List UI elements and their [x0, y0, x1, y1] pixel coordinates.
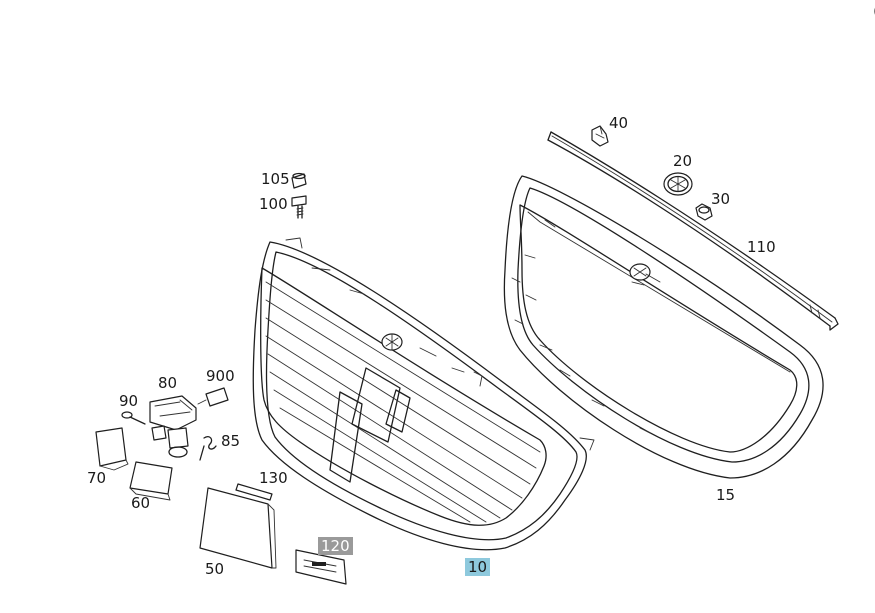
- label-100: 100: [259, 195, 288, 213]
- part-70-cover: [95, 427, 129, 471]
- part-85-spring: [199, 436, 217, 461]
- label-30: 30: [711, 190, 731, 208]
- corner-glyph: (: [873, 2, 875, 20]
- label-120-highlighted: 120: [318, 537, 353, 555]
- part-130-strip: [235, 483, 273, 501]
- part-60-cover: [129, 461, 173, 501]
- label-15: 15: [716, 486, 736, 504]
- part-110-trim-strip: [547, 131, 839, 331]
- part-30-nut: [695, 203, 713, 221]
- label-90: 90: [119, 392, 139, 410]
- part-90-screw: [121, 411, 146, 425]
- part-80-actuator: [149, 395, 197, 458]
- label-70: 70: [87, 469, 107, 487]
- label-130: 130: [259, 469, 288, 487]
- part-15-frame: [503, 175, 824, 479]
- label-40: 40: [609, 114, 629, 132]
- part-40-clip: [591, 125, 609, 147]
- part-900-pad: [197, 387, 229, 407]
- part-120-camera: [295, 549, 347, 585]
- label-60: 60: [131, 494, 151, 512]
- label-85: 85: [221, 432, 241, 450]
- label-20: 20: [673, 152, 693, 170]
- label-10-highlighted: 10: [465, 558, 491, 576]
- part-50-panel: [199, 487, 277, 569]
- label-105: 105: [261, 170, 290, 188]
- part-20-emblem: [663, 172, 693, 196]
- label-110: 110: [747, 238, 776, 256]
- label-900: 900: [206, 367, 235, 385]
- part-100-screw: [291, 195, 307, 219]
- label-80: 80: [158, 374, 178, 392]
- part-10-grille: [252, 237, 595, 551]
- part-105-cap: [291, 172, 307, 189]
- label-50: 50: [205, 560, 225, 578]
